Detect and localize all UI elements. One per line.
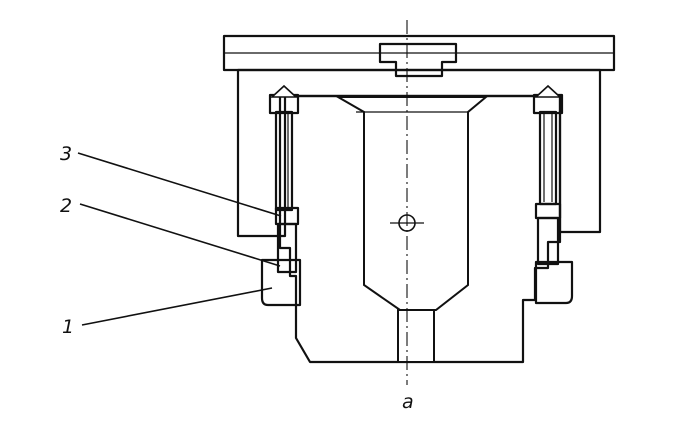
left-screw: [268, 84, 300, 212]
right-screw: [532, 84, 564, 206]
plunger-body: [278, 94, 562, 364]
leader-line-1: [81, 287, 273, 326]
part-2-sleeve: [276, 222, 298, 274]
view-caption: a: [402, 391, 414, 413]
label-part-3: 3: [60, 143, 72, 165]
part-1-elastic-ring: [260, 258, 302, 307]
center-key: [378, 42, 458, 78]
leader-line-3: [77, 152, 282, 217]
right-seal-washer: [534, 202, 562, 220]
right-elastic-ring: [534, 260, 574, 305]
label-part-1: 1: [62, 316, 74, 338]
right-sleeve: [536, 216, 560, 266]
central-bore: [334, 96, 489, 363]
label-part-2: 2: [60, 195, 72, 217]
leader-line-2: [79, 203, 281, 267]
cover-plate: [222, 34, 616, 72]
